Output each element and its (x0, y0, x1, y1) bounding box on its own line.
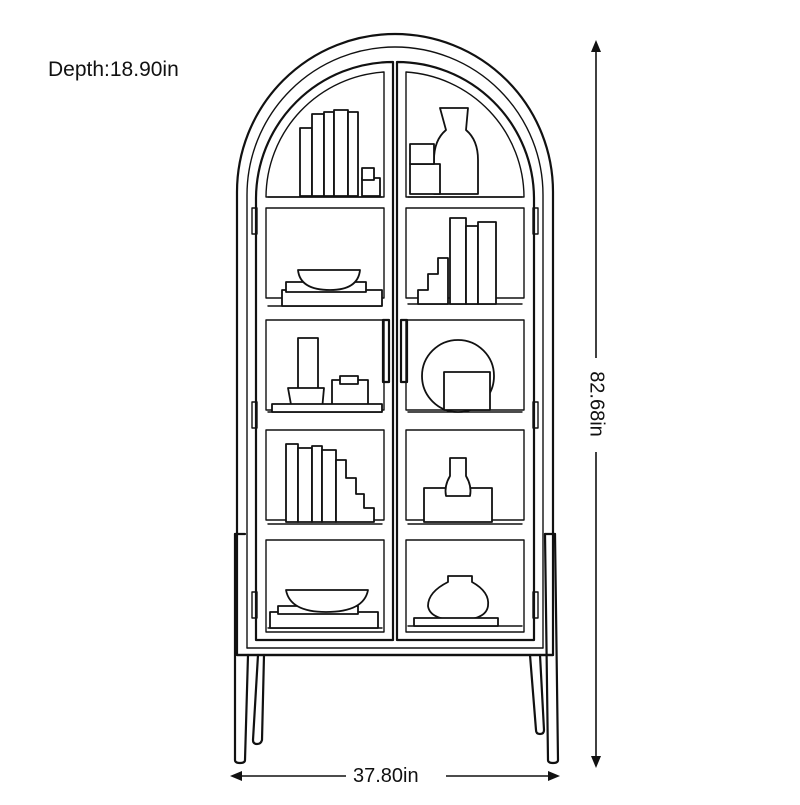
width-label: 37.80in (350, 765, 422, 788)
inner-arch (246, 46, 544, 649)
arrow-down-icon (591, 756, 601, 768)
width-dimension (230, 771, 560, 781)
arrow-left-icon (230, 771, 242, 781)
left-door (254, 60, 395, 642)
cabinet-doors (251, 60, 539, 642)
height-dimension (591, 40, 601, 768)
front-right-leg (543, 532, 560, 765)
right-handle (399, 318, 409, 384)
right-door (395, 60, 536, 642)
cabinet-shell (235, 32, 555, 657)
shelf-decor (269, 107, 499, 629)
back-right-leg (528, 653, 546, 736)
height-label: 82.68in (584, 368, 608, 440)
left-handle (381, 318, 391, 384)
arrow-right-icon (548, 771, 560, 781)
arrow-up-icon (591, 40, 601, 52)
cabinet-legs (233, 532, 560, 765)
outer-arch (235, 32, 555, 657)
depth-label: Depth:18.90in (48, 58, 179, 82)
back-left-leg (251, 653, 266, 746)
front-left-leg (233, 532, 250, 765)
